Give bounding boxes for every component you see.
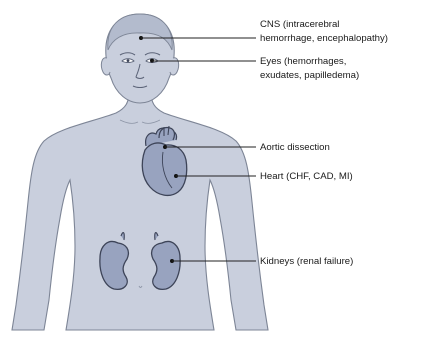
eyes-label-line1: Eyes (hemorrhages, [260, 56, 346, 67]
aorta-label: Aortic dissection [260, 142, 330, 153]
cns-label-line1: CNS (intracerebral [260, 19, 339, 30]
kidneys-label: Kidneys (renal failure) [260, 256, 353, 267]
callout-labels: CNS (intracerebral hemorrhage, encephalo… [260, 19, 388, 267]
cns-label-line2: hemorrhage, encephalopathy) [260, 33, 388, 44]
eyes-label-line2: exudates, papilledema) [260, 70, 359, 81]
heart-label: Heart (CHF, CAD, MI) [260, 171, 353, 182]
